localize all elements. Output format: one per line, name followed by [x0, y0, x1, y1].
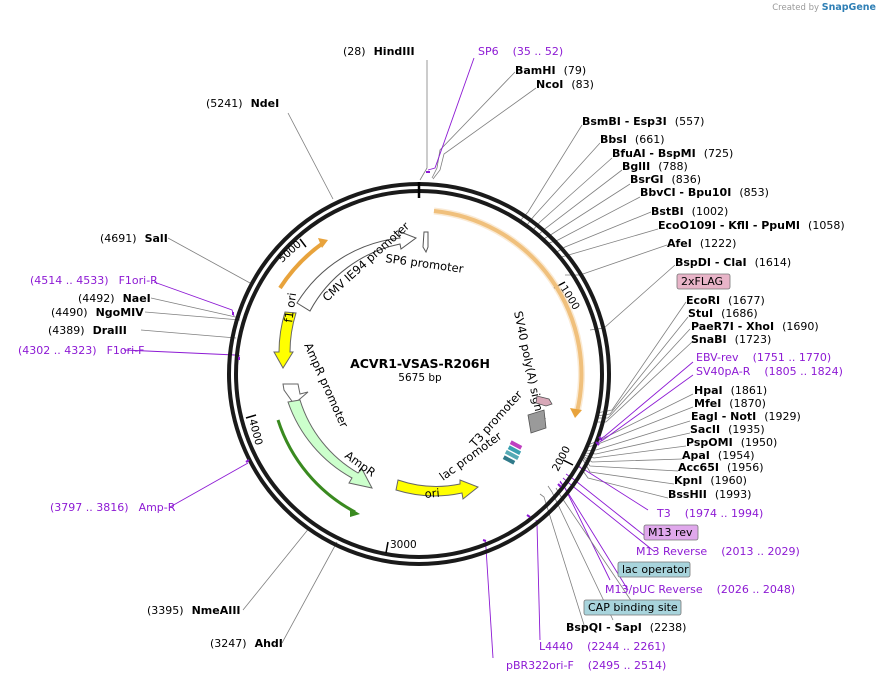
- boxed-feature-labels: 2xFLAG M13 rev lac operator CAP binding …: [583, 273, 731, 616]
- ampr-arrow: [287, 399, 373, 489]
- primer-label: M13 Reverse(2013 .. 2029): [636, 545, 800, 558]
- tick-label-2000: 2000: [550, 444, 573, 473]
- site-label: EcoO109I - KflI - PpuMI(1058): [658, 219, 845, 232]
- flag-box-label: 2xFLAG: [681, 275, 723, 288]
- m13rev-box-label: M13 rev: [648, 526, 693, 539]
- primer-labels: SP6(35 .. 52) EBV-rev(1751 .. 1770) SV40…: [18, 45, 843, 672]
- site-label: (3247)AhdI: [210, 637, 283, 650]
- site-label: (4389)DraIII: [48, 324, 127, 337]
- ori-arrow: [395, 479, 479, 500]
- site-label: (28)HindIII: [343, 45, 415, 58]
- site-label: BglII(788): [622, 160, 688, 173]
- primer-label: T3(1974 .. 1994): [656, 507, 763, 520]
- primer-label: (3797 .. 3816)Amp-R: [50, 501, 176, 514]
- tick-label-3000: 3000: [390, 539, 417, 551]
- site-label: BsrGI(836): [630, 173, 701, 186]
- sp6-promoter-label: SP6 promoter: [385, 251, 465, 276]
- site-label: NcoI(83): [536, 78, 594, 91]
- snapgene-credit: Created by SnapGene: [772, 2, 876, 13]
- site-label: Acc65I(1956): [678, 461, 764, 474]
- site-label: KpnI(1960): [674, 474, 747, 487]
- site-label: StuI(1686): [688, 307, 758, 320]
- f1-ori-arrow: [273, 311, 297, 369]
- site-label: (4492)NaeI: [78, 292, 151, 305]
- primer-label: EBV-rev(1751 .. 1770): [696, 351, 831, 364]
- ampr-backbone-arc: [276, 419, 356, 514]
- site-label: BfuAI - BspMI(725): [612, 147, 733, 160]
- site-label: PspOMI(1950): [686, 436, 777, 449]
- sv40-feature-shape: [527, 409, 547, 434]
- cds-arrowhead: [570, 408, 582, 418]
- site-label: AfeI(1222): [667, 237, 736, 250]
- lac-region-shapes: [502, 440, 523, 465]
- site-label: (3395)NmeAIII: [147, 604, 241, 617]
- flag-feature-shape: [535, 395, 553, 407]
- plasmid-size: 5675 bp: [398, 372, 442, 384]
- site-label: BspQI - SapI(2238): [566, 621, 686, 634]
- site-label: (4490)NgoMIV: [51, 306, 144, 319]
- lac-operator-box: [617, 561, 691, 578]
- sp6-promoter-arrow: [422, 231, 429, 254]
- cap-binding-box-label: CAP binding site: [588, 601, 678, 614]
- site-label: BbvCI - Bpu10I(853): [640, 186, 769, 199]
- ampr-promoter-label: AmpR promoter: [301, 341, 351, 430]
- leader-lines: [123, 57, 694, 659]
- site-label: BstBI(1002): [651, 205, 728, 218]
- credit-prefix: Created by: [772, 3, 820, 13]
- primer-label: (4302 .. 4323)F1ori-F: [18, 344, 145, 357]
- site-labels: (28)HindIII BamHI(79) NcoI(83) BsmBI - E…: [48, 45, 845, 650]
- site-label: HpaI(1861): [694, 384, 767, 397]
- site-label: BbsI(661): [600, 133, 665, 146]
- site-label: PaeR7I - XhoI(1690): [691, 320, 819, 333]
- site-label: BsmBI - Esp3I(557): [582, 115, 704, 128]
- ampr-promoter-arrow: [282, 383, 309, 405]
- primer-label: pBR322ori-F(2495 .. 2514): [506, 659, 666, 672]
- primer-label: M13/pUC Reverse(2026 .. 2048): [605, 583, 795, 596]
- primer-label: SP6(35 .. 52): [478, 45, 563, 58]
- plasmid-name: ACVR1-VSAS-R206H: [350, 356, 490, 371]
- site-label: (4691)SalI: [100, 232, 168, 245]
- site-label: (5241)NdeI: [206, 97, 279, 110]
- site-label: EagI - NotI(1929): [691, 410, 801, 423]
- lac-operator-box-label: lac operator: [622, 563, 689, 576]
- cap-binding-box: [583, 599, 682, 616]
- m13rev-box: [643, 524, 699, 541]
- site-label: SnaBI(1723): [691, 333, 771, 346]
- primer-label: (4514 .. 4533)F1ori-R: [30, 274, 158, 287]
- site-label: ApaI(1954): [682, 449, 754, 462]
- cmv-promoter-arrow: [296, 230, 418, 312]
- snapgene-logo: SnapGene: [821, 2, 876, 13]
- f1-ori-label: f1 ori: [281, 292, 299, 324]
- site-label: EcoRI(1677): [686, 294, 765, 307]
- flag-box: [676, 273, 731, 290]
- site-label: SacII(1935): [690, 423, 765, 436]
- f1ori-backbone-arc: [278, 241, 325, 290]
- site-label: BssHII(1993): [668, 488, 751, 501]
- site-label: BspDI - ClaI(1614): [675, 256, 791, 269]
- primer-label: SV40pA-R(1805 .. 1824): [696, 365, 843, 378]
- site-label: MfeI(1870): [694, 397, 766, 410]
- site-label: BamHI(79): [515, 64, 586, 77]
- primer-label: L4440(2244 .. 2261): [539, 640, 666, 653]
- primer-marks: [232, 171, 603, 542]
- ori-label: ori: [424, 486, 440, 501]
